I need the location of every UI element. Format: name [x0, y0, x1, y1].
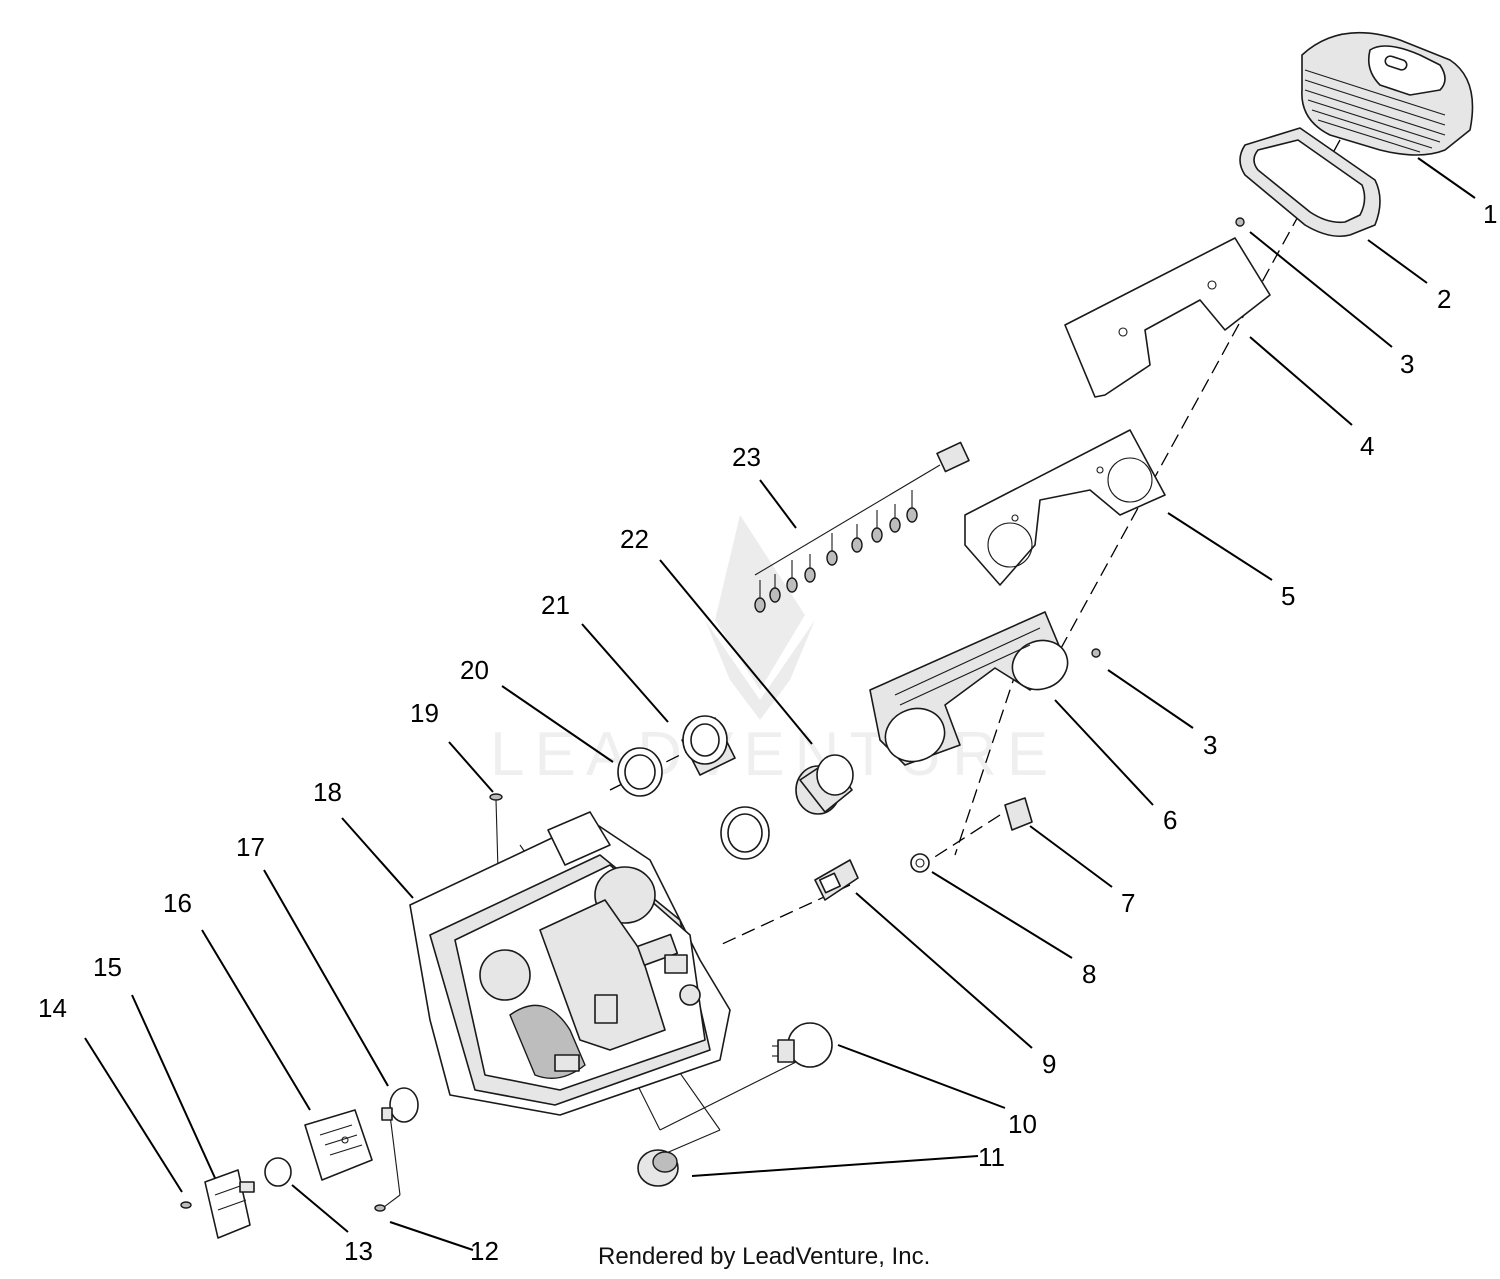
part-7-clip: [1004, 797, 1033, 831]
callout-14: 14: [38, 993, 67, 1023]
part-4-plate: [1064, 237, 1271, 398]
harness-bulb: [786, 577, 798, 593]
part-12-screw: [374, 1204, 386, 1212]
part-3-screw-lower: [1091, 648, 1101, 658]
leader-lines: [84, 157, 1476, 1251]
callout-3-upper: 3: [1400, 349, 1414, 379]
callout-19: 19: [410, 698, 439, 728]
part-13-knob: [264, 1157, 292, 1187]
part-1-cover: [1301, 31, 1474, 156]
callout-21: 21: [541, 590, 570, 620]
callout-13: 13: [344, 1236, 373, 1266]
part-20-ring: [617, 747, 663, 797]
callout-labels: 1 2 3 4 5 3 6 7 8 9 10 11 12 13 14 15 16…: [38, 199, 1497, 1266]
callout-22: 22: [620, 524, 649, 554]
harness-bulb: [826, 550, 838, 566]
render-credit: Rendered by LeadVenture, Inc.: [598, 1243, 930, 1270]
watermark-logo: [705, 515, 815, 720]
callout-18: 18: [313, 777, 342, 807]
part-3-screw-upper: [1235, 217, 1245, 227]
callout-7: 7: [1121, 888, 1135, 918]
callout-5: 5: [1281, 581, 1295, 611]
part-20-ring-second: [720, 806, 770, 860]
part-17-bulb: [381, 1087, 419, 1123]
part-6-bezel: [869, 611, 1069, 766]
callout-10: 10: [1008, 1109, 1037, 1139]
callout-3-lower: 3: [1203, 730, 1217, 760]
callout-4: 4: [1360, 431, 1374, 461]
part-5-overlay-decal: [964, 429, 1166, 586]
callout-15: 15: [93, 952, 122, 982]
part-18-dash-panel: [409, 811, 731, 1116]
part-9-switch: [814, 859, 859, 901]
callout-16: 16: [163, 888, 192, 918]
callout-1: 1: [1483, 199, 1497, 229]
callout-6: 6: [1163, 805, 1177, 835]
part-10-key-switch: [772, 1022, 833, 1068]
callout-9: 9: [1042, 1049, 1056, 1079]
harness-bulb: [769, 587, 781, 603]
part-11-knob: [637, 1149, 679, 1187]
harness-bulb: [804, 567, 816, 583]
harness-bulb: [754, 597, 766, 613]
part-16-bracket: [304, 1109, 373, 1181]
part-21-gauge: [681, 715, 736, 776]
callout-12: 12: [470, 1236, 499, 1266]
callout-20: 20: [460, 655, 489, 685]
harness-bulb: [851, 537, 863, 553]
part-2-gasket: [1239, 127, 1381, 238]
harness-bulb: [889, 517, 901, 533]
callout-2: 2: [1437, 284, 1451, 314]
callout-17: 17: [236, 832, 265, 862]
callout-8: 8: [1082, 959, 1096, 989]
part-8-nut: [910, 853, 930, 873]
watermark-text: LEADVENTURE: [490, 720, 1058, 789]
callout-23: 23: [732, 442, 761, 472]
part-15-relay: [204, 1169, 255, 1239]
part-14-screw: [180, 1201, 192, 1209]
harness-bulb: [906, 507, 918, 523]
harness-bulb: [871, 527, 883, 543]
part-22-gauge: [795, 754, 854, 815]
part-23-wiring-harness: [754, 441, 970, 613]
callout-11: 11: [978, 1142, 1005, 1172]
part-19-screw: [489, 793, 503, 871]
